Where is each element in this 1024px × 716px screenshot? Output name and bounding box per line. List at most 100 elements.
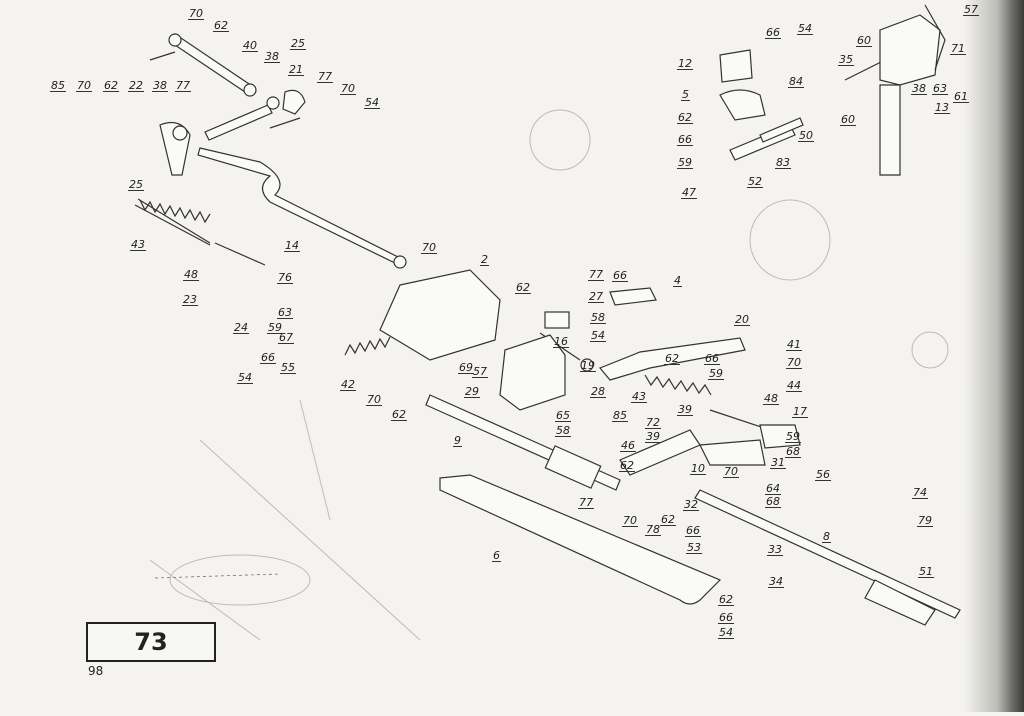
callout-label: 58 <box>555 424 571 437</box>
callout-label: 19 <box>580 359 596 372</box>
callout-label: 68 <box>785 445 801 458</box>
callout-label: 70 <box>723 465 739 478</box>
callout-label: 25 <box>290 37 306 50</box>
callout-label: 48 <box>763 392 779 405</box>
callout-label: 59 <box>267 321 283 334</box>
callout-label: 38 <box>911 82 927 95</box>
callout-label: 68 <box>765 495 781 508</box>
callout-label: 8 <box>822 530 831 543</box>
callout-label: 70 <box>366 393 382 406</box>
callout-label: 59 <box>785 430 801 443</box>
callout-label: 55 <box>280 361 296 374</box>
callout-label: 43 <box>631 390 647 403</box>
callout-label: 66 <box>685 524 701 537</box>
callout-label: 77 <box>588 268 604 281</box>
callout-label: 38 <box>264 50 280 63</box>
callout-label: 54 <box>364 96 380 109</box>
callout-label: 85 <box>612 409 628 422</box>
callout-label: 17 <box>792 405 808 418</box>
callout-label: 25 <box>128 178 144 191</box>
callout-label: 23 <box>182 293 198 306</box>
callout-label: 77 <box>317 70 333 83</box>
callout-label: 20 <box>734 313 750 326</box>
callout-label: 27 <box>588 290 604 303</box>
callout-label: 42 <box>340 378 356 391</box>
callout-label: 38 <box>152 79 168 92</box>
callout-label: 62 <box>664 352 680 365</box>
central-bracket <box>379 269 801 466</box>
callout-label: 70 <box>622 514 638 527</box>
callout-label: 84 <box>788 75 804 88</box>
figure-number: 73 <box>134 628 168 656</box>
callout-label: 54 <box>237 371 253 384</box>
callout-label: 48 <box>183 268 199 281</box>
callout-label: 53 <box>686 541 702 554</box>
callout-label: 66 <box>704 352 720 365</box>
callout-label: 77 <box>578 496 594 509</box>
callout-label: 13 <box>934 101 950 114</box>
lever-assembly-top-right <box>719 4 946 176</box>
callout-label: 32 <box>683 498 699 511</box>
callout-label: 31 <box>770 456 786 469</box>
callout-label: 66 <box>260 351 276 364</box>
callout-label: 43 <box>130 238 146 251</box>
callout-label: 72 <box>645 416 661 429</box>
callout-label: 22 <box>128 79 144 92</box>
ghost-drawing <box>149 109 949 641</box>
callout-label: 46 <box>620 439 636 452</box>
callout-label: 59 <box>708 367 724 380</box>
callout-label: 61 <box>953 90 969 103</box>
callout-label: 66 <box>677 133 693 146</box>
callout-label: 62 <box>213 19 229 32</box>
callout-label: 57 <box>472 365 488 378</box>
callout-label: 63 <box>277 306 293 319</box>
callout-label: 60 <box>856 34 872 47</box>
callout-label: 39 <box>645 430 661 443</box>
callout-label: 77 <box>175 79 191 92</box>
callout-label: 12 <box>677 57 693 70</box>
callout-label: 50 <box>798 129 814 142</box>
callout-label: 54 <box>718 626 734 639</box>
callout-label: 66 <box>718 611 734 624</box>
callout-label: 63 <box>932 82 948 95</box>
callout-label: 62 <box>660 513 676 526</box>
callout-label: 39 <box>677 403 693 416</box>
callout-label: 34 <box>768 575 784 588</box>
callout-label: 47 <box>681 186 697 199</box>
callout-label: 40 <box>242 39 258 52</box>
callout-label: 44 <box>786 379 802 392</box>
callout-label: 51 <box>918 565 934 578</box>
callout-label: 29 <box>464 385 480 398</box>
callout-label: 74 <box>912 486 928 499</box>
callout-label: 71 <box>950 42 966 55</box>
callout-label: 62 <box>677 111 693 124</box>
callout-label: 24 <box>233 321 249 334</box>
callout-label: 14 <box>284 239 300 252</box>
callout-label: 67 <box>278 331 294 344</box>
callout-label: 54 <box>590 329 606 342</box>
callout-label: 62 <box>515 281 531 294</box>
callout-label: 6 <box>492 549 501 562</box>
callout-label: 2 <box>480 253 489 266</box>
callout-label: 35 <box>838 53 854 66</box>
callout-label: 85 <box>50 79 66 92</box>
callout-label: 70 <box>421 241 437 254</box>
callout-label: 69 <box>458 361 474 374</box>
callout-label: 33 <box>767 543 783 556</box>
callout-label: 83 <box>775 156 791 169</box>
callout-label: 79 <box>917 514 933 527</box>
callout-label: 52 <box>747 175 763 188</box>
callout-label: 56 <box>815 468 831 481</box>
callout-label: 54 <box>797 22 813 35</box>
callout-label: 66 <box>765 26 781 39</box>
callout-label: 41 <box>786 338 802 351</box>
callout-label: 9 <box>453 434 462 447</box>
callout-label: 57 <box>963 3 979 16</box>
callout-label: 70 <box>76 79 92 92</box>
callout-label: 64 <box>765 482 781 495</box>
shafts <box>425 394 961 626</box>
callout-label: 78 <box>645 523 661 536</box>
upper-linkage <box>149 33 407 269</box>
